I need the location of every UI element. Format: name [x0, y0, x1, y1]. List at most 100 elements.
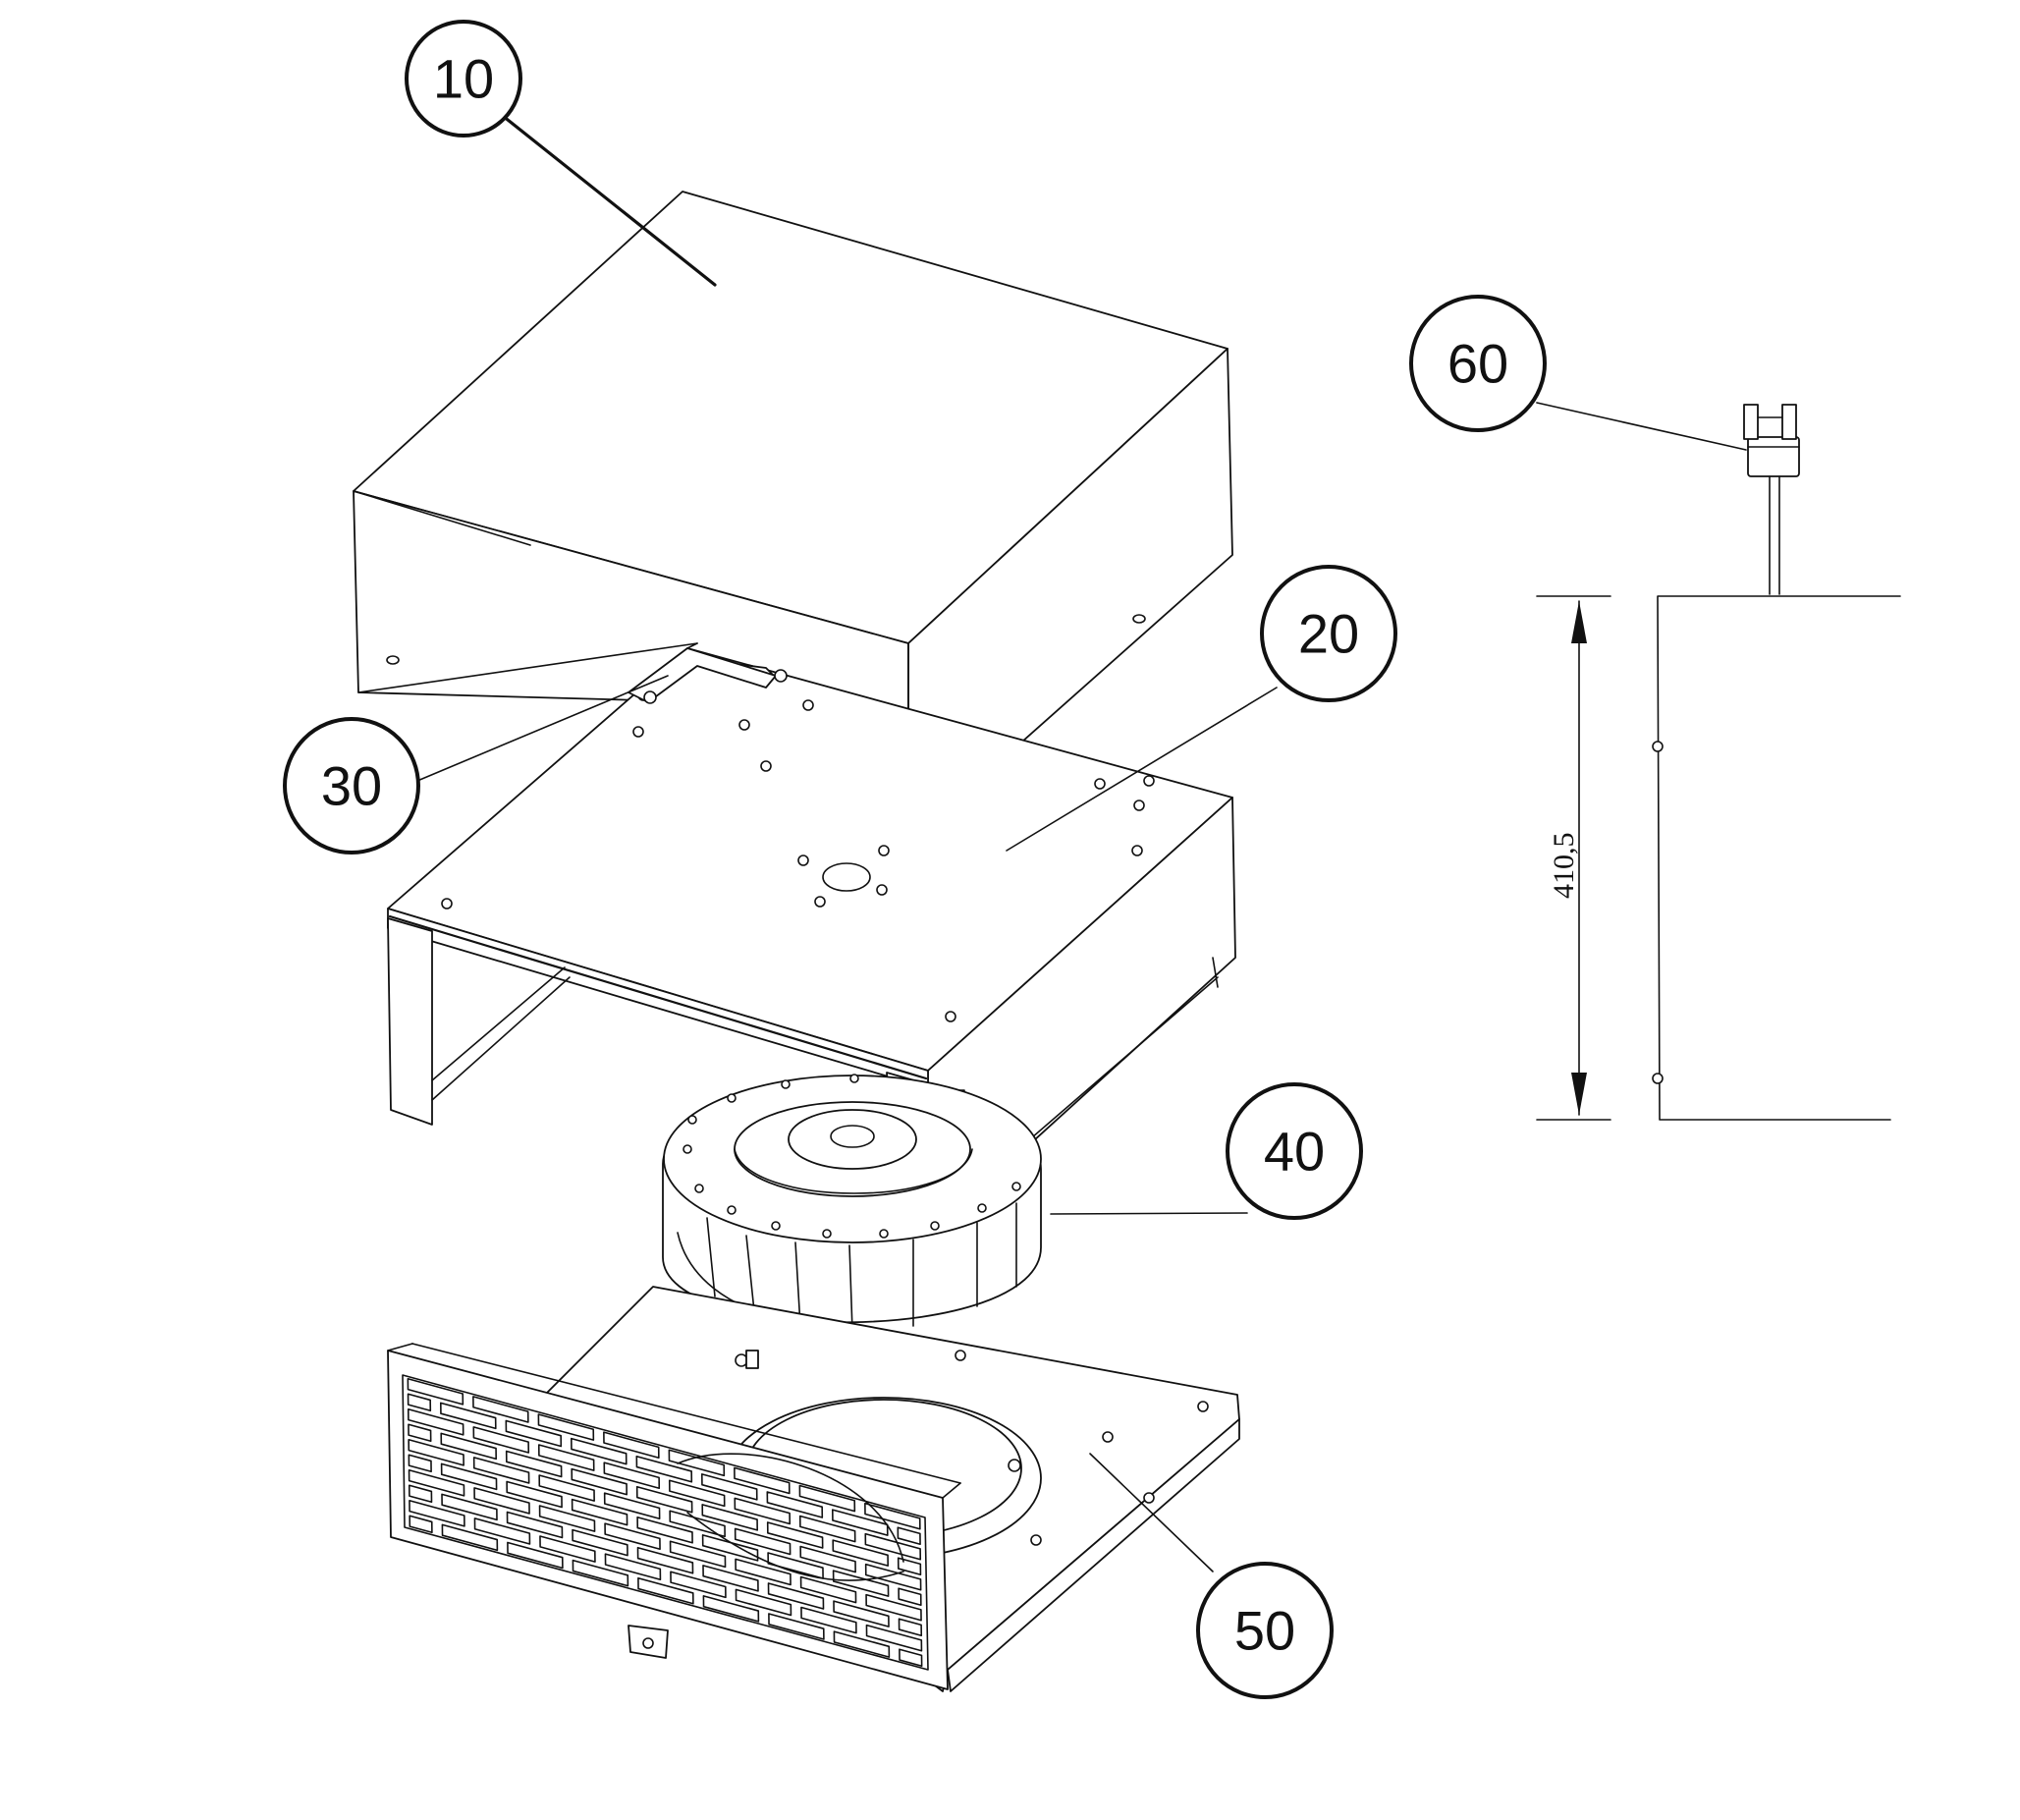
grille-slat	[799, 1575, 857, 1604]
grille-slat	[832, 1539, 890, 1567]
grille-slat	[407, 1393, 432, 1412]
grille-slat	[472, 1457, 530, 1484]
grille-slat	[865, 1593, 922, 1622]
callout-10: 10	[405, 20, 522, 138]
grille-slat	[768, 1613, 825, 1640]
grille-slat	[734, 1527, 792, 1556]
grille-slat	[604, 1553, 662, 1581]
grille-slat	[440, 1462, 498, 1491]
callout-30: 30	[283, 717, 420, 855]
grille-slat	[864, 1563, 922, 1591]
grille-slat	[635, 1485, 693, 1514]
grille-slat	[864, 1502, 921, 1530]
grille-slat	[702, 1595, 760, 1623]
grille-slat	[800, 1606, 857, 1634]
svg-text:30: 30	[321, 755, 382, 817]
grille-slat	[409, 1515, 433, 1534]
centrifugal-fan	[662, 1074, 1042, 1332]
leader-40	[1050, 1212, 1248, 1215]
grille-slat	[636, 1516, 693, 1544]
grille-slat	[538, 1505, 596, 1532]
grille-slat	[570, 1437, 628, 1465]
grille-slat	[637, 1576, 694, 1605]
grille-slat	[766, 1521, 824, 1549]
grille-slat	[441, 1493, 498, 1521]
svg-text:20: 20	[1298, 603, 1359, 665]
svg-text:60: 60	[1447, 333, 1508, 395]
grille-slat	[408, 1484, 433, 1504]
grille-slat	[571, 1467, 628, 1496]
grille-slat	[700, 1473, 758, 1501]
dimension-line: 410,5	[1548, 600, 1587, 1116]
grille-slat	[767, 1582, 825, 1610]
grille-slat	[735, 1588, 792, 1617]
grille-slat	[408, 1423, 432, 1443]
leader-50	[1089, 1453, 1214, 1572]
grille-slat	[669, 1540, 727, 1569]
grille-slat	[898, 1618, 923, 1637]
grille-slat	[832, 1570, 890, 1597]
grille-slats	[407, 1377, 923, 1668]
leader-20	[1006, 687, 1278, 852]
grille-slat	[603, 1431, 660, 1460]
leader-30	[416, 675, 669, 782]
grille-slat	[670, 1571, 727, 1599]
grille	[387, 1343, 961, 1690]
top-cover	[353, 191, 1233, 844]
leader-lines	[416, 114, 1747, 1572]
grille-slat	[701, 1504, 759, 1531]
grille-slat	[798, 1484, 856, 1513]
grille-slat	[539, 1535, 596, 1563]
plug-connector	[1743, 404, 1800, 595]
grille-slat	[897, 1557, 922, 1576]
grille-slat	[472, 1426, 530, 1454]
svg-text:50: 50	[1234, 1600, 1295, 1662]
grille-slat	[734, 1466, 791, 1495]
grille-slat	[766, 1491, 824, 1518]
dimension-value: 410,5	[1548, 833, 1580, 900]
grille-slat	[668, 1479, 726, 1508]
svg-text:40: 40	[1264, 1121, 1325, 1183]
grille-slat	[668, 1449, 726, 1477]
grille-slat	[899, 1648, 923, 1668]
grille-slat	[831, 1509, 889, 1536]
grille-slat	[865, 1624, 923, 1652]
grille-slat	[572, 1528, 628, 1557]
grille-slat	[734, 1497, 792, 1525]
grille-slat	[833, 1630, 891, 1658]
grille-slat	[571, 1498, 628, 1526]
grille-slat	[408, 1454, 432, 1473]
grille-slat	[537, 1444, 595, 1471]
grille-slat	[407, 1377, 464, 1406]
grille-slat	[635, 1455, 693, 1483]
grille-slat	[799, 1545, 856, 1573]
grille-slat	[833, 1600, 890, 1627]
grille-slat	[473, 1487, 530, 1515]
svg-text:10: 10	[433, 48, 494, 110]
leader-10	[501, 114, 717, 287]
leader-60	[1536, 402, 1747, 451]
side-elevation	[1536, 595, 1901, 1121]
callout-60: 60	[1409, 295, 1547, 432]
grille-slat	[897, 1526, 921, 1546]
callout-50: 50	[1196, 1562, 1334, 1699]
grille-slat	[572, 1559, 629, 1587]
grille-slat	[669, 1510, 726, 1538]
grille-slat	[506, 1511, 564, 1539]
grille-slat	[441, 1523, 499, 1552]
grille-slat	[507, 1541, 564, 1570]
grille-slat	[506, 1480, 563, 1509]
grille-slat	[505, 1419, 563, 1448]
grille-slat	[409, 1499, 465, 1527]
callout-20: 20	[1260, 565, 1397, 702]
grille-slat	[408, 1468, 465, 1497]
grille-slat	[864, 1532, 922, 1561]
grille-slat	[537, 1413, 595, 1441]
grille-slat	[603, 1492, 661, 1520]
grille-slat	[505, 1450, 563, 1478]
bracket	[628, 647, 788, 704]
grille-slat	[701, 1534, 759, 1562]
grille-slat	[636, 1546, 694, 1574]
callout-40: 40	[1226, 1082, 1363, 1220]
